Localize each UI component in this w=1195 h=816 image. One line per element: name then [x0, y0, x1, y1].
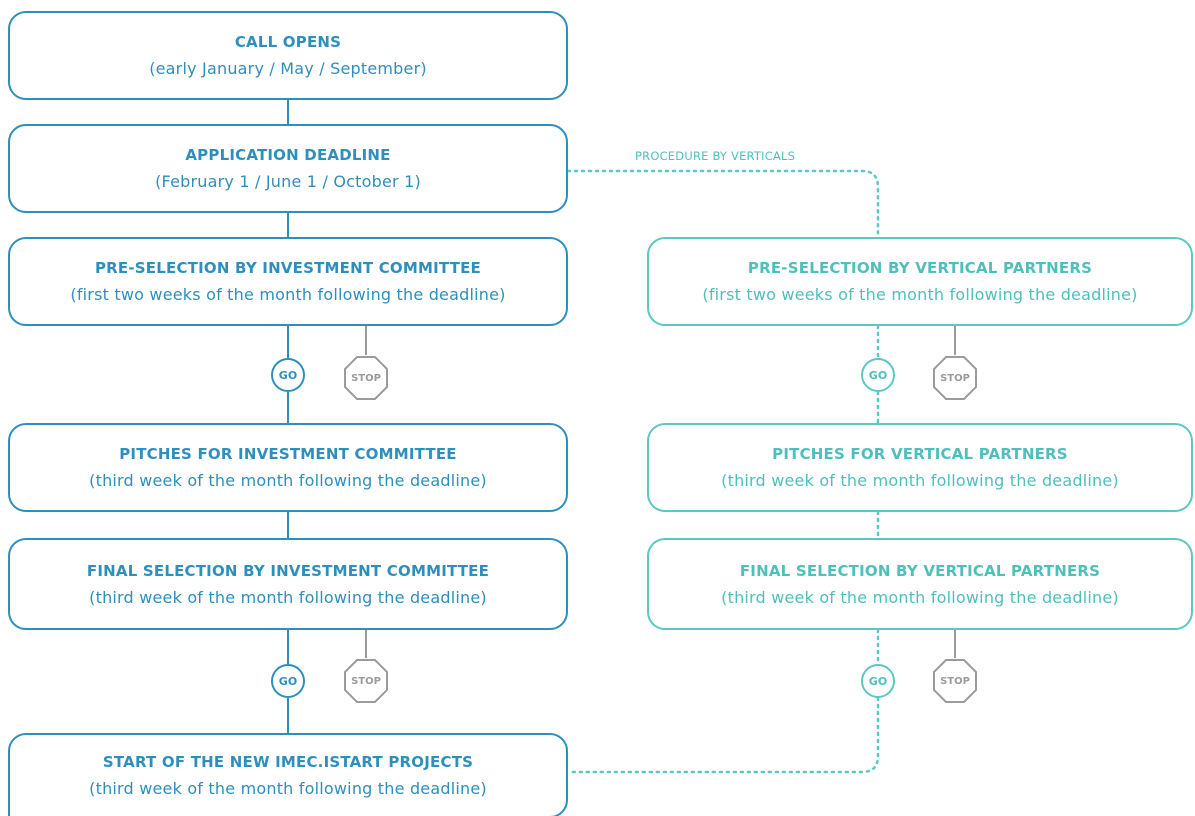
start-projects-title: START OF THE NEW IMEC.ISTART PROJECTS: [102, 753, 474, 771]
final-selection-investment-title: FINAL SELECTION BY INVESTMENT COMMITTEE: [86, 561, 490, 580]
stop-label: STOP: [940, 372, 970, 384]
final-selection-vertical-box: FINAL SELECTION BY VERTICAL PARTNERS (th…: [647, 538, 1193, 630]
pitches-vertical-box: PITCHES FOR VERTICAL PARTNERS (third wee…: [647, 423, 1193, 512]
application-deadline-subtitle: (February 1 / June 1 / October 1): [155, 172, 421, 191]
final-selection-investment-box: FINAL SELECTION BY INVESTMENT COMMITTEE …: [8, 538, 568, 630]
call-opens-title: CALL OPENS: [234, 33, 342, 51]
stop-sign-icon: STOP: [343, 355, 389, 401]
go-badge: GO: [861, 664, 895, 698]
go-badge: GO: [861, 358, 895, 392]
preselection-vertical-subtitle: (first two weeks of the month following …: [702, 285, 1138, 304]
procedure-by-verticals-label: PROCEDURE BY VERTICALS: [633, 149, 798, 163]
stop-label: STOP: [351, 675, 381, 687]
stop-label: STOP: [940, 675, 970, 687]
application-deadline-box: APPLICATION DEADLINE (February 1 / June …: [8, 124, 568, 213]
start-projects-box: START OF THE NEW IMEC.ISTART PROJECTS (t…: [8, 733, 568, 816]
application-deadline-title: APPLICATION DEADLINE: [185, 146, 391, 164]
preselection-investment-subtitle: (first two weeks of the month following …: [70, 285, 506, 304]
pitches-vertical-subtitle: (third week of the month following the d…: [721, 471, 1119, 490]
final-selection-vertical-title: FINAL SELECTION BY VERTICAL PARTNERS: [739, 561, 1101, 580]
go-badge: GO: [271, 664, 305, 698]
pitches-investment-box: PITCHES FOR INVESTMENT COMMITTEE (third …: [8, 423, 568, 512]
stop-sign-icon: STOP: [343, 658, 389, 704]
start-projects-subtitle: (third week of the month following the d…: [89, 779, 487, 798]
preselection-vertical-box: PRE-SELECTION BY VERTICAL PARTNERS (firs…: [647, 237, 1193, 326]
pitches-investment-title: PITCHES FOR INVESTMENT COMMITTEE: [119, 445, 457, 463]
stop-sign-icon: STOP: [932, 355, 978, 401]
pitches-investment-subtitle: (third week of the month following the d…: [89, 471, 487, 490]
stop-label: STOP: [351, 372, 381, 384]
stop-sign-icon: STOP: [932, 658, 978, 704]
go-badge: GO: [271, 358, 305, 392]
pitches-vertical-title: PITCHES FOR VERTICAL PARTNERS: [772, 445, 1068, 463]
preselection-investment-box: PRE-SELECTION BY INVESTMENT COMMITTEE (f…: [8, 237, 568, 326]
preselection-investment-title: PRE-SELECTION BY INVESTMENT COMMITTEE: [94, 259, 482, 277]
call-opens-subtitle: (early January / May / September): [149, 59, 427, 78]
final-selection-vertical-subtitle: (third week of the month following the d…: [721, 587, 1119, 607]
final-selection-investment-subtitle: (third week of the month following the d…: [89, 587, 487, 607]
preselection-vertical-title: PRE-SELECTION BY VERTICAL PARTNERS: [747, 259, 1093, 277]
procedure-branch-bottom: [566, 696, 880, 774]
procedure-branch-top: [566, 169, 880, 239]
call-opens-box: CALL OPENS (early January / May / Septem…: [8, 11, 568, 100]
